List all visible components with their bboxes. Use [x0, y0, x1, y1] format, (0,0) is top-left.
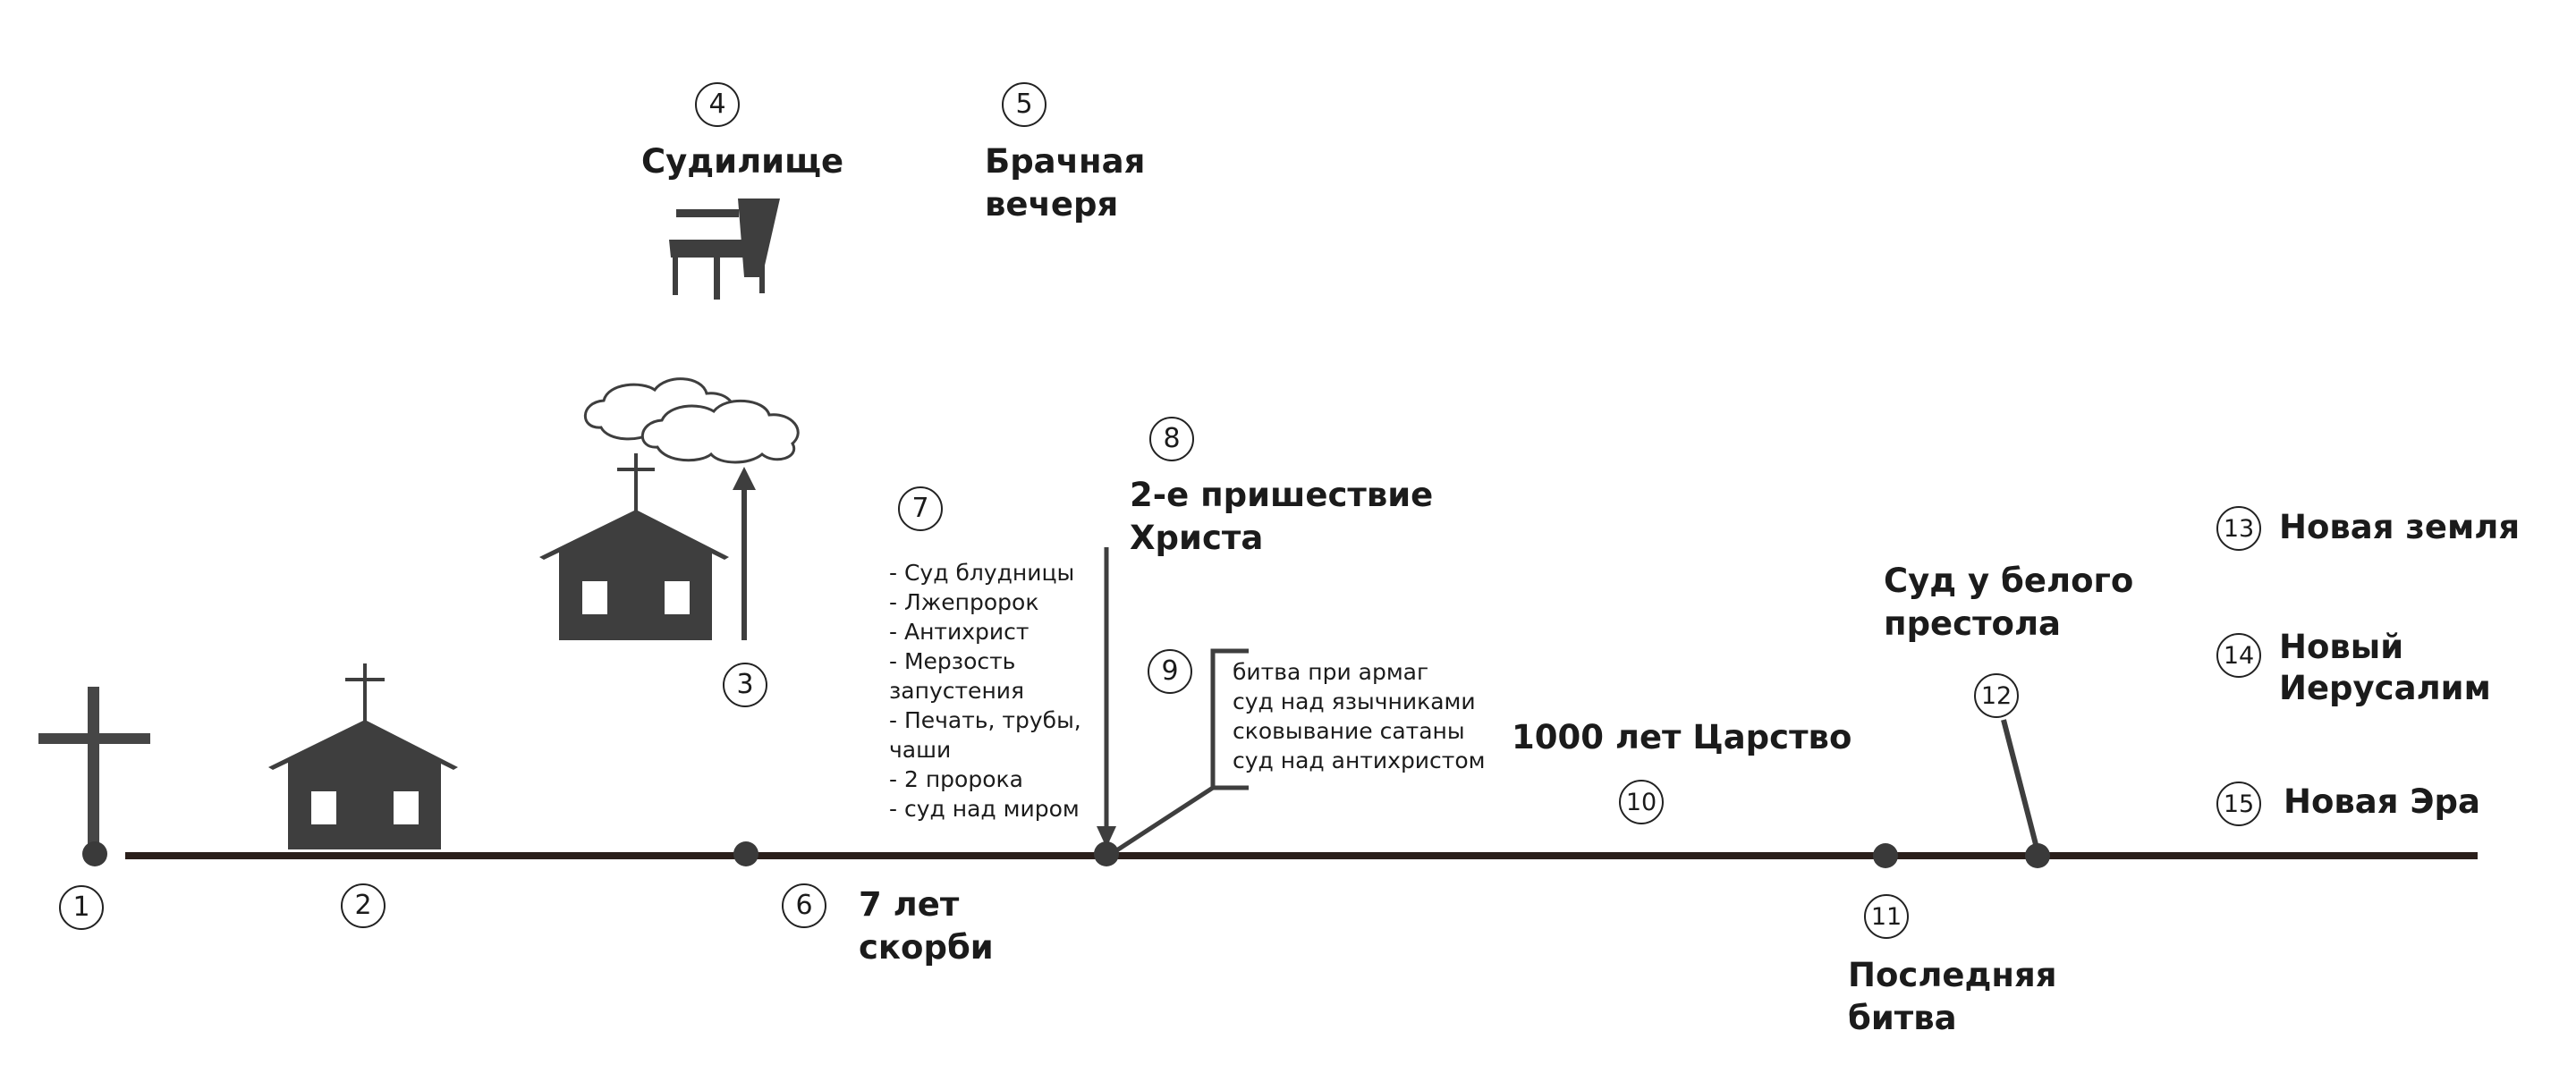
- marker-11: 11: [1864, 894, 1909, 939]
- timeline-dot-tribulation: [733, 841, 758, 866]
- marker-4: 4: [695, 82, 740, 127]
- label-new-era: Новая Эра: [2284, 782, 2481, 821]
- marker-7: 7: [898, 486, 943, 531]
- marker-13: 13: [2216, 506, 2261, 551]
- cloud-icon: [583, 377, 800, 464]
- label-tribulation-line-1: 7 лет: [859, 885, 960, 924]
- timeline-dot-cross: [82, 841, 107, 866]
- armageddon-bracket: [1114, 648, 1249, 854]
- label-white-throne-line-2: престола: [1884, 604, 2062, 643]
- arrow-up-icon: [733, 467, 756, 640]
- judgments-item: - Печать, трубы,: [889, 707, 1081, 733]
- label-tribulation-line-2: скорби: [859, 928, 994, 967]
- marker-9: 9: [1148, 649, 1192, 694]
- marker-8: 8: [1149, 417, 1194, 461]
- timeline-dot-white-throne: [2025, 843, 2050, 868]
- timeline-dot-last-battle: [1873, 843, 1898, 868]
- label-white-throne-line-1: Суд у белого: [1884, 562, 2134, 600]
- marker-15: 15: [2216, 782, 2261, 826]
- judgments-item: чаши: [889, 737, 952, 763]
- white-throne-leader: [2001, 719, 2040, 852]
- label-white-throne: Суд у белого престола: [1884, 560, 2133, 646]
- label-judgments-list: - Суд блудницы - Лжепророк - Антихрист -…: [889, 558, 1081, 824]
- label-last-battle-line-2: битва: [1848, 999, 1957, 1037]
- marker-10: 10: [1619, 780, 1664, 824]
- label-armageddon-list: битва при армаг суд над язычниками сковы…: [1233, 657, 1486, 775]
- label-new-jerusalem: Новый Иерусалим: [2279, 627, 2491, 709]
- judgments-item: - суд над миром: [889, 796, 1080, 822]
- label-new-jerusalem-line-1: Новый: [2279, 628, 2404, 666]
- label-tribulation: 7 лет скорби: [859, 883, 994, 969]
- label-wedding-supper: Брачная вечеря: [985, 140, 1145, 226]
- armageddon-item: битва при армаг: [1233, 659, 1429, 685]
- marker-2: 2: [341, 883, 386, 928]
- timeline-dot-second-coming: [1094, 841, 1119, 866]
- judgments-item: - 2 пророка: [889, 766, 1023, 792]
- marker-6: 6: [782, 883, 826, 928]
- timeline-dots: [82, 841, 2050, 868]
- label-last-battle: Последняя битва: [1848, 954, 2056, 1040]
- marker-14: 14: [2216, 633, 2261, 678]
- marker-12: 12: [1974, 673, 2019, 718]
- marker-1: 1: [59, 885, 104, 930]
- label-second-coming-line-1: 2-е пришествие: [1130, 476, 1434, 514]
- label-new-jerusalem-line-2: Иерусалим: [2279, 669, 2491, 707]
- second-coming-arrow: [1097, 547, 1116, 848]
- marker-5: 5: [1002, 82, 1046, 127]
- judgment-seat-icon: [669, 199, 780, 300]
- label-last-battle-line-1: Последняя: [1848, 956, 2057, 994]
- judgments-item: - Мерзость: [889, 648, 1016, 674]
- label-second-coming-line-2: Христа: [1130, 519, 1264, 557]
- judgments-item: запустения: [889, 678, 1025, 704]
- raptured-church-icon: [539, 453, 729, 640]
- judgments-item: - Лжепророк: [889, 589, 1039, 615]
- marker-3: 3: [723, 663, 767, 707]
- armageddon-item: суд над язычниками: [1233, 689, 1476, 714]
- label-new-earth: Новая земля: [2279, 508, 2521, 546]
- label-millennium: 1000 лет Царство: [1512, 718, 1852, 756]
- judgments-item: - Антихрист: [889, 619, 1030, 645]
- label-second-coming: 2-е пришествие Христа: [1130, 474, 1433, 560]
- armageddon-item: сковывание сатаны: [1233, 718, 1465, 744]
- label-wedding-line-1: Брачная: [985, 142, 1146, 181]
- church-icon: [268, 663, 458, 849]
- label-court: Судилище: [641, 142, 844, 181]
- judgments-item: - Суд блудницы: [889, 560, 1075, 586]
- cross-icon: [38, 687, 150, 852]
- armageddon-item: суд над антихристом: [1233, 748, 1486, 773]
- label-wedding-line-2: вечеря: [985, 185, 1119, 224]
